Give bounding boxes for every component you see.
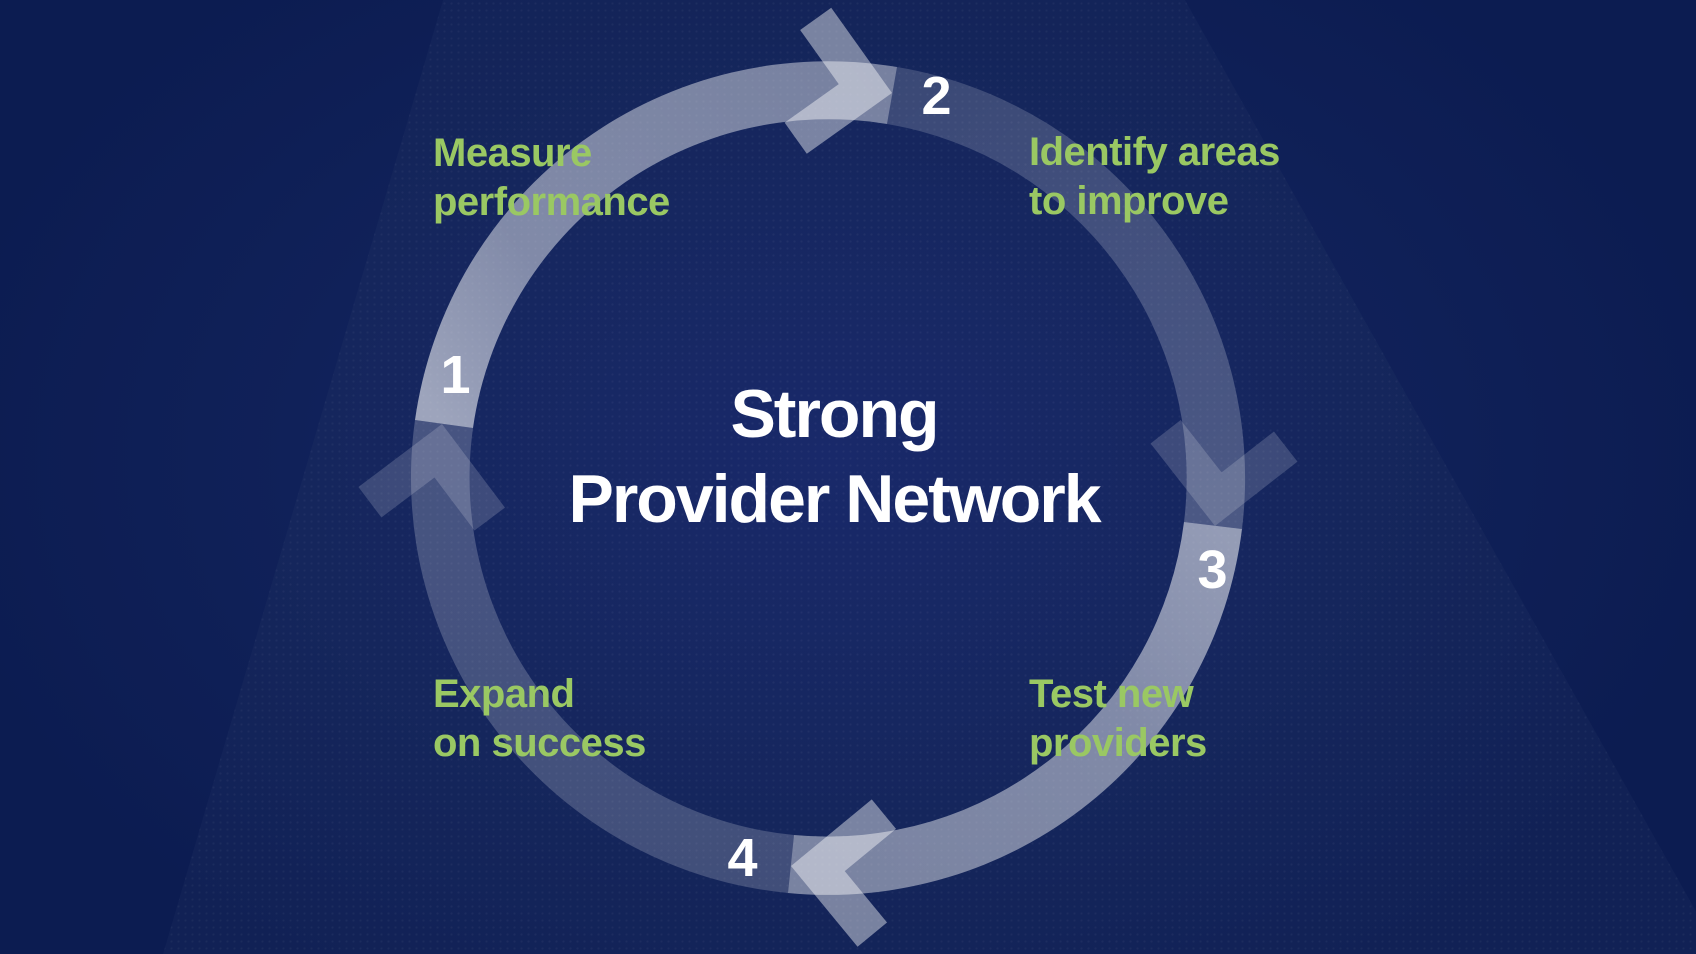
step-label-expand-on-success: Expand on success — [433, 672, 646, 765]
step-number-2: 2 — [921, 66, 951, 126]
diagram-title: Strong Provider Network — [568, 372, 1101, 542]
step-label-test-new-providers: Test new providers — [1029, 672, 1207, 765]
diagram-title-line2: Provider Network — [568, 461, 1101, 537]
step-number-4: 4 — [727, 828, 757, 888]
step-number-1: 1 — [440, 345, 470, 405]
step-label-measure-performance: Measure performance — [433, 131, 670, 224]
step-label-identify-areas: Identify areas to improve — [1029, 130, 1280, 223]
diagram-title-line1: Strong — [730, 376, 939, 452]
step-number-3: 3 — [1197, 540, 1227, 600]
